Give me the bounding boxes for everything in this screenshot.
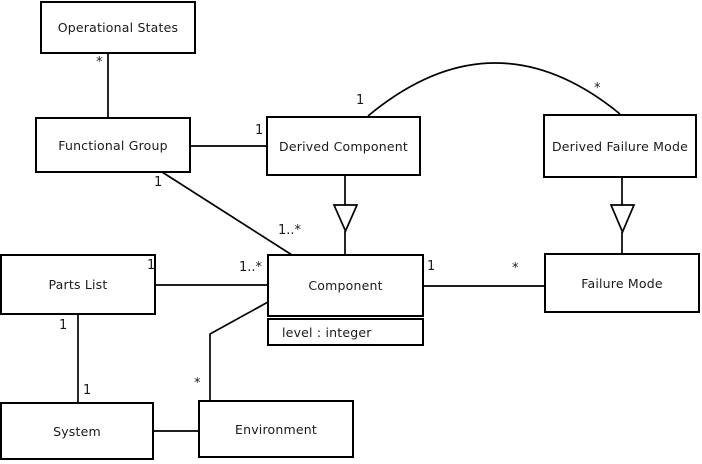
class-component[interactable]: Component (267, 254, 424, 317)
multiplicity-environment-end: * (194, 376, 201, 391)
multiplicity-system-end: 1 (83, 383, 92, 398)
association-environment-component (209, 301, 269, 401)
class-derived-failure-mode[interactable]: Derived Failure Mode (543, 114, 697, 178)
multiplicity-functional-group-end: 1 (154, 175, 163, 190)
multiplicity-component-end-fm-line: 1 (427, 259, 436, 274)
class-functional-group[interactable]: Functional Group (35, 117, 191, 173)
multiplicity-parts-list-end: 1 (147, 258, 156, 273)
class-derived-component-label: Derived Component (279, 138, 408, 154)
multiplicity-operational-states-end: * (96, 55, 103, 70)
class-system[interactable]: System (0, 402, 154, 460)
class-component-attribute: level : integer (282, 324, 372, 340)
generalization-derived-failure-mode-arrow-icon (609, 204, 636, 235)
multiplicity-derived-component-end: 1 (255, 123, 264, 138)
class-derived-component[interactable]: Derived Component (266, 116, 421, 176)
class-component-attribute-compartment[interactable]: level : integer (267, 318, 424, 346)
class-environment-label: Environment (234, 421, 318, 437)
class-environment[interactable]: Environment (198, 400, 354, 458)
multiplicity-arc-derived-component-end: 1 (356, 93, 365, 108)
multiplicity-failure-mode-end: * (512, 261, 519, 276)
class-component-label: Component (308, 278, 383, 293)
class-failure-mode-label: Failure Mode (581, 275, 663, 291)
class-operational-states[interactable]: Operational States (40, 1, 196, 54)
class-parts-list-label: Parts List (48, 277, 108, 292)
class-operational-states-label: Operational States (57, 20, 179, 35)
class-parts-list[interactable]: Parts List (0, 254, 156, 315)
multiplicity-component-end-fg-line: 1..* (278, 223, 302, 238)
multiplicity-arc-derived-failure-mode-end: * (594, 81, 601, 96)
multiplicity-component-end-pl-line: 1..* (239, 260, 263, 275)
class-system-label: System (53, 423, 101, 439)
class-functional-group-label: Functional Group (58, 137, 168, 153)
multiplicity-parts-list-end-sys-line: 1 (59, 318, 68, 333)
class-derived-failure-mode-label: Derived Failure Mode (551, 138, 689, 154)
association-functional-group-component (161, 171, 293, 256)
association-derived-component-derived-failure-mode-arc (367, 62, 621, 117)
class-failure-mode[interactable]: Failure Mode (544, 253, 700, 313)
generalization-derived-component-arrow-icon (332, 204, 359, 234)
